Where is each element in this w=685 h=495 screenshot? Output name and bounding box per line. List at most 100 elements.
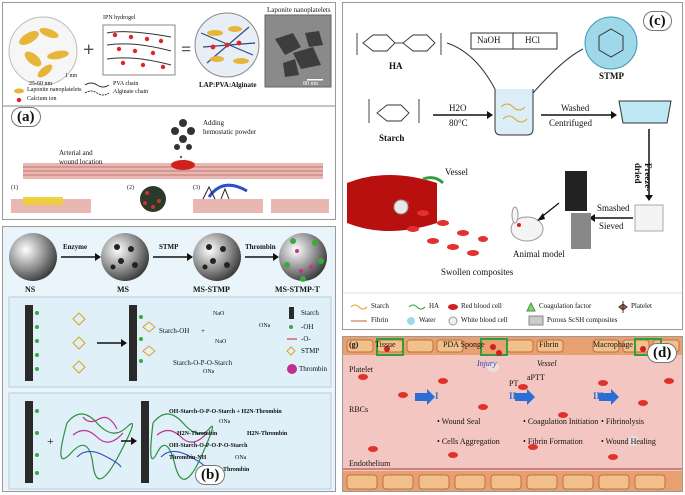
arrow-thrombin: Thrombin [245, 243, 276, 251]
hcl-label: HCl [525, 35, 541, 45]
legend-c-starch: Starch [371, 302, 389, 310]
step-3: (3) [193, 185, 200, 191]
legend-pva: PVA chain [113, 81, 139, 87]
panel-a-art: + = [3, 12, 335, 213]
legend-stmp: STMP [301, 347, 320, 355]
panel-b: + NS MS MS-STMP MS-STMP-T Enzyme STMP Th… [2, 226, 336, 492]
bullet-fibrinolysis: • Fibrinolysis [601, 417, 645, 426]
aptt-label: aPTT [527, 373, 545, 382]
product-ona: ONa [203, 369, 215, 375]
stmp-nao-1: NaO [213, 311, 225, 317]
flow-label-ms: MS [117, 285, 129, 294]
svg-text:+: + [83, 39, 94, 61]
top-pda-sponge: PDA Sponge [443, 340, 485, 349]
row3-line2b: H2N-Thrombin [247, 431, 288, 437]
legend-c-platelet: Platelet [631, 302, 652, 310]
tem-title: Laponite nanoplatelets [267, 6, 331, 14]
plus-sign: + [201, 327, 205, 335]
legend-starch: Starch [301, 309, 319, 317]
bullet-wound-healing: • Wound Healing [601, 437, 656, 446]
sieved-label: Sieved [599, 221, 624, 231]
reactant-starch-oh: Starch-OH [159, 327, 190, 335]
pt-label: PT [509, 379, 519, 388]
svg-text:+: + [47, 434, 54, 448]
composite-label: LAP:PVA:Alginate [199, 81, 257, 89]
stmp-nao-2: NaO [215, 339, 227, 345]
legend-c-water: Water [419, 316, 436, 324]
powder-label: hemostatic powder [203, 128, 257, 136]
freeze-dried-label: Freeze-dried [633, 163, 653, 192]
swollen-label: Swollen composites [441, 267, 514, 277]
panel-d-art [343, 337, 682, 491]
vessel-label-d: Vessel [537, 359, 557, 368]
top-tissue: Tissue [375, 340, 396, 349]
ha-label: HA [389, 61, 403, 71]
row3-line3: OH-Starch-O-P-O-P-O-Starch [169, 443, 248, 449]
panel-d: Tissue PDA Sponge Fibrin Macrophage (d) … [342, 336, 683, 492]
legend-c-rbc: Red blood cell [461, 302, 502, 310]
panel-c: HA STMP NaOH HCl Starch H2O 80°C Washed … [342, 2, 683, 330]
legend-c-fibrin: Fibrin [371, 316, 389, 324]
bullet-fibrin-formation: • Fibrin Formation [523, 437, 583, 446]
starch-label: Starch [379, 133, 405, 143]
centrifuged-label: Centrifuged [549, 118, 592, 128]
row3-line1: OH-Starch-O-P-O-Starch + H2N-Thrombin [169, 409, 282, 415]
product-starch: Starch-O-P-O-Starch [173, 359, 233, 367]
panel-d-letter: (d) [647, 343, 678, 363]
washed-label: Washed [561, 103, 590, 113]
panel-c-art [343, 16, 682, 326]
row3-line4b: ONa [235, 455, 247, 461]
wound-label: wound location [59, 158, 103, 166]
flow-label-ns: NS [25, 285, 36, 294]
naoh-label: NaOH [477, 35, 501, 45]
legend-c-ha: HA [429, 302, 440, 310]
legend-calcium: Calcium ion [27, 96, 57, 102]
row3-line2: H2N-Thrombin [177, 431, 218, 437]
svg-text:=: = [181, 39, 191, 59]
row3-line1-ona: ONa [219, 419, 231, 425]
injury-label: Injury [477, 359, 497, 368]
adding-label: Adding [203, 119, 224, 127]
row3-line5: H2N-Thrombin [209, 467, 250, 473]
phase-2: II [509, 391, 517, 401]
stmp-ona: ONa [259, 323, 271, 329]
step-2: (2) [127, 185, 134, 191]
size-side-label: 1 nm [65, 73, 78, 79]
row3-line4: Thrombin-NH [169, 455, 207, 461]
h2o-label: H2O [449, 103, 467, 113]
temp-label: 80°C [449, 118, 468, 128]
legend-laponite: Laponite nanoplatelets [27, 87, 82, 93]
legend-c-wbc: White blood cell [461, 316, 508, 324]
legend-c-porous: Porous ScSH composites [547, 316, 618, 324]
panel-b-art: + [8, 233, 332, 490]
legend-o: -O- [301, 335, 311, 343]
side-endothelium: Endothelium [349, 459, 391, 468]
size-top-label: 25-60 nm [29, 81, 53, 87]
stmp-label: STMP [599, 71, 625, 81]
panel-a: + = [2, 2, 336, 220]
ipn-label: IPN hydrogel [103, 15, 136, 21]
smashed-label: Smashed [597, 203, 630, 213]
vessel-label: Vessel [445, 167, 468, 177]
phase-1: I [435, 391, 439, 401]
tem-scale: 80 nm [303, 81, 319, 87]
panel-b-letter: (b) [195, 465, 226, 485]
side-platelet: Platelet [349, 365, 373, 374]
bullet-wound-seal: • Wound Seal [437, 417, 481, 426]
side-rbcs: RBCs [349, 405, 369, 414]
top-fibrin: Fibrin [539, 340, 559, 349]
bullet-cells-aggregation: • Cells Aggregation [437, 437, 500, 446]
legend-alginate: Alginate chain [113, 89, 149, 95]
panel-c-letter: (c) [643, 11, 672, 31]
animal-model-label: Animal model [513, 249, 565, 259]
bullet-coag-init: • Coagulation Initiation [523, 417, 599, 426]
legend-c-coag: Coagulation factor [539, 302, 592, 310]
flow-label-ms-stmp: MS-STMP [193, 285, 230, 294]
step-1: (1) [11, 185, 18, 191]
flow-label-ms-stmp-t: MS-STMP-T [275, 285, 320, 294]
top-macrophage: Macrophage [593, 340, 633, 349]
arrow-enzyme: Enzyme [63, 243, 88, 251]
legend-oh: -OH [301, 323, 314, 331]
legend-thrombin: Thrombin [299, 365, 327, 373]
phase-3: III [593, 391, 604, 401]
